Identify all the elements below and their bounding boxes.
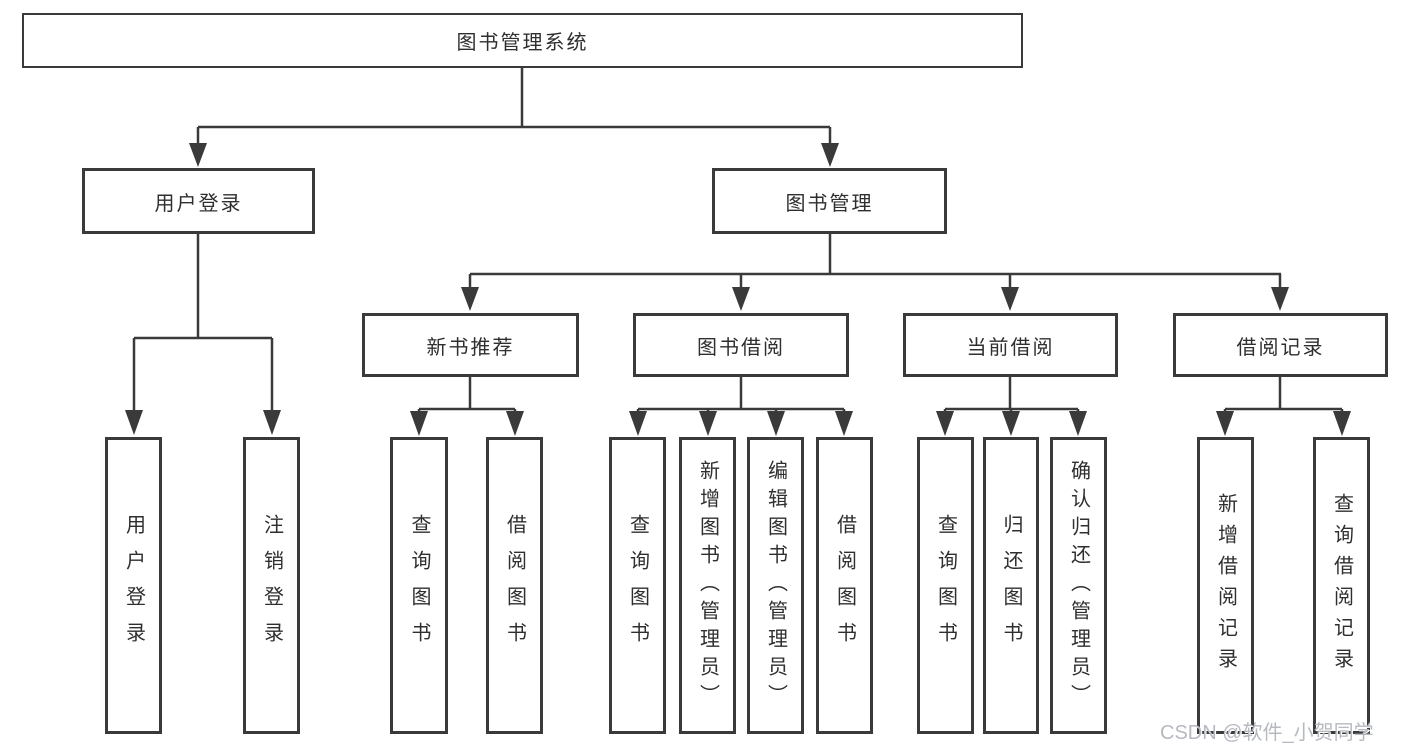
node-label: 新书推荐 [426, 336, 515, 359]
node-user-login: 用户登录 [82, 168, 315, 234]
leaf-return-books: 归还图书 [983, 437, 1039, 734]
leaf-label: 新增借阅记录 [1214, 492, 1237, 679]
leaf-edit-books-admin: 编辑图书（管理员） [747, 437, 804, 734]
node-label: 借阅记录 [1236, 336, 1325, 359]
leaf-label: 新增图书（管理员） [696, 459, 719, 712]
node-book-management: 图书管理 [712, 168, 947, 234]
node-book-borrow: 图书借阅 [633, 313, 849, 377]
leaf-label: 归还图书 [1000, 513, 1022, 658]
leaf-label: 查询图书 [408, 513, 430, 658]
leaf-query-books: 查询图书 [917, 437, 974, 734]
leaf-label: 用户登录 [122, 513, 145, 658]
leaf-label: 借阅图书 [833, 513, 856, 658]
leaf-borrow-books: 借阅图书 [816, 437, 873, 734]
node-label: 图书管理系统 [456, 32, 589, 54]
leaf-label: 查询图书 [934, 513, 957, 658]
node-label: 图书借阅 [697, 336, 785, 359]
node-library-management-system: 图书管理系统 [22, 13, 1023, 68]
leaf-label: 查询借阅记录 [1330, 492, 1353, 679]
leaf-add-books-admin: 新增图书（管理员） [679, 437, 736, 734]
leaf-label: 编辑图书（管理员） [764, 459, 787, 712]
node-label: 图书管理 [785, 192, 874, 215]
node-label: 当前借阅 [966, 336, 1055, 359]
leaf-add-borrow-record: 新增借阅记录 [1197, 437, 1254, 734]
leaf-query-books: 查询图书 [390, 437, 448, 734]
leaf-label: 借阅图书 [503, 513, 526, 658]
leaf-query-borrow-record: 查询借阅记录 [1313, 437, 1370, 734]
arrowheads [125, 143, 1351, 436]
leaf-user-login: 用户登录 [105, 437, 162, 734]
node-label: 用户登录 [154, 192, 243, 215]
csdn-watermark: CSDN @软件_小贺同学 [1160, 722, 1374, 744]
leaf-label: 注销登录 [260, 513, 283, 658]
node-borrow-records: 借阅记录 [1173, 313, 1388, 377]
leaf-label: 确认归还（管理员） [1067, 459, 1090, 712]
node-current-borrow: 当前借阅 [903, 313, 1118, 377]
leaf-confirm-return-admin: 确认归还（管理员） [1050, 437, 1107, 734]
leaf-label: 查询图书 [626, 513, 649, 658]
leaf-logout: 注销登录 [243, 437, 300, 734]
leaf-borrow-books: 借阅图书 [486, 437, 543, 734]
node-new-book-recommend: 新书推荐 [362, 313, 579, 377]
leaf-query-books: 查询图书 [609, 437, 666, 734]
